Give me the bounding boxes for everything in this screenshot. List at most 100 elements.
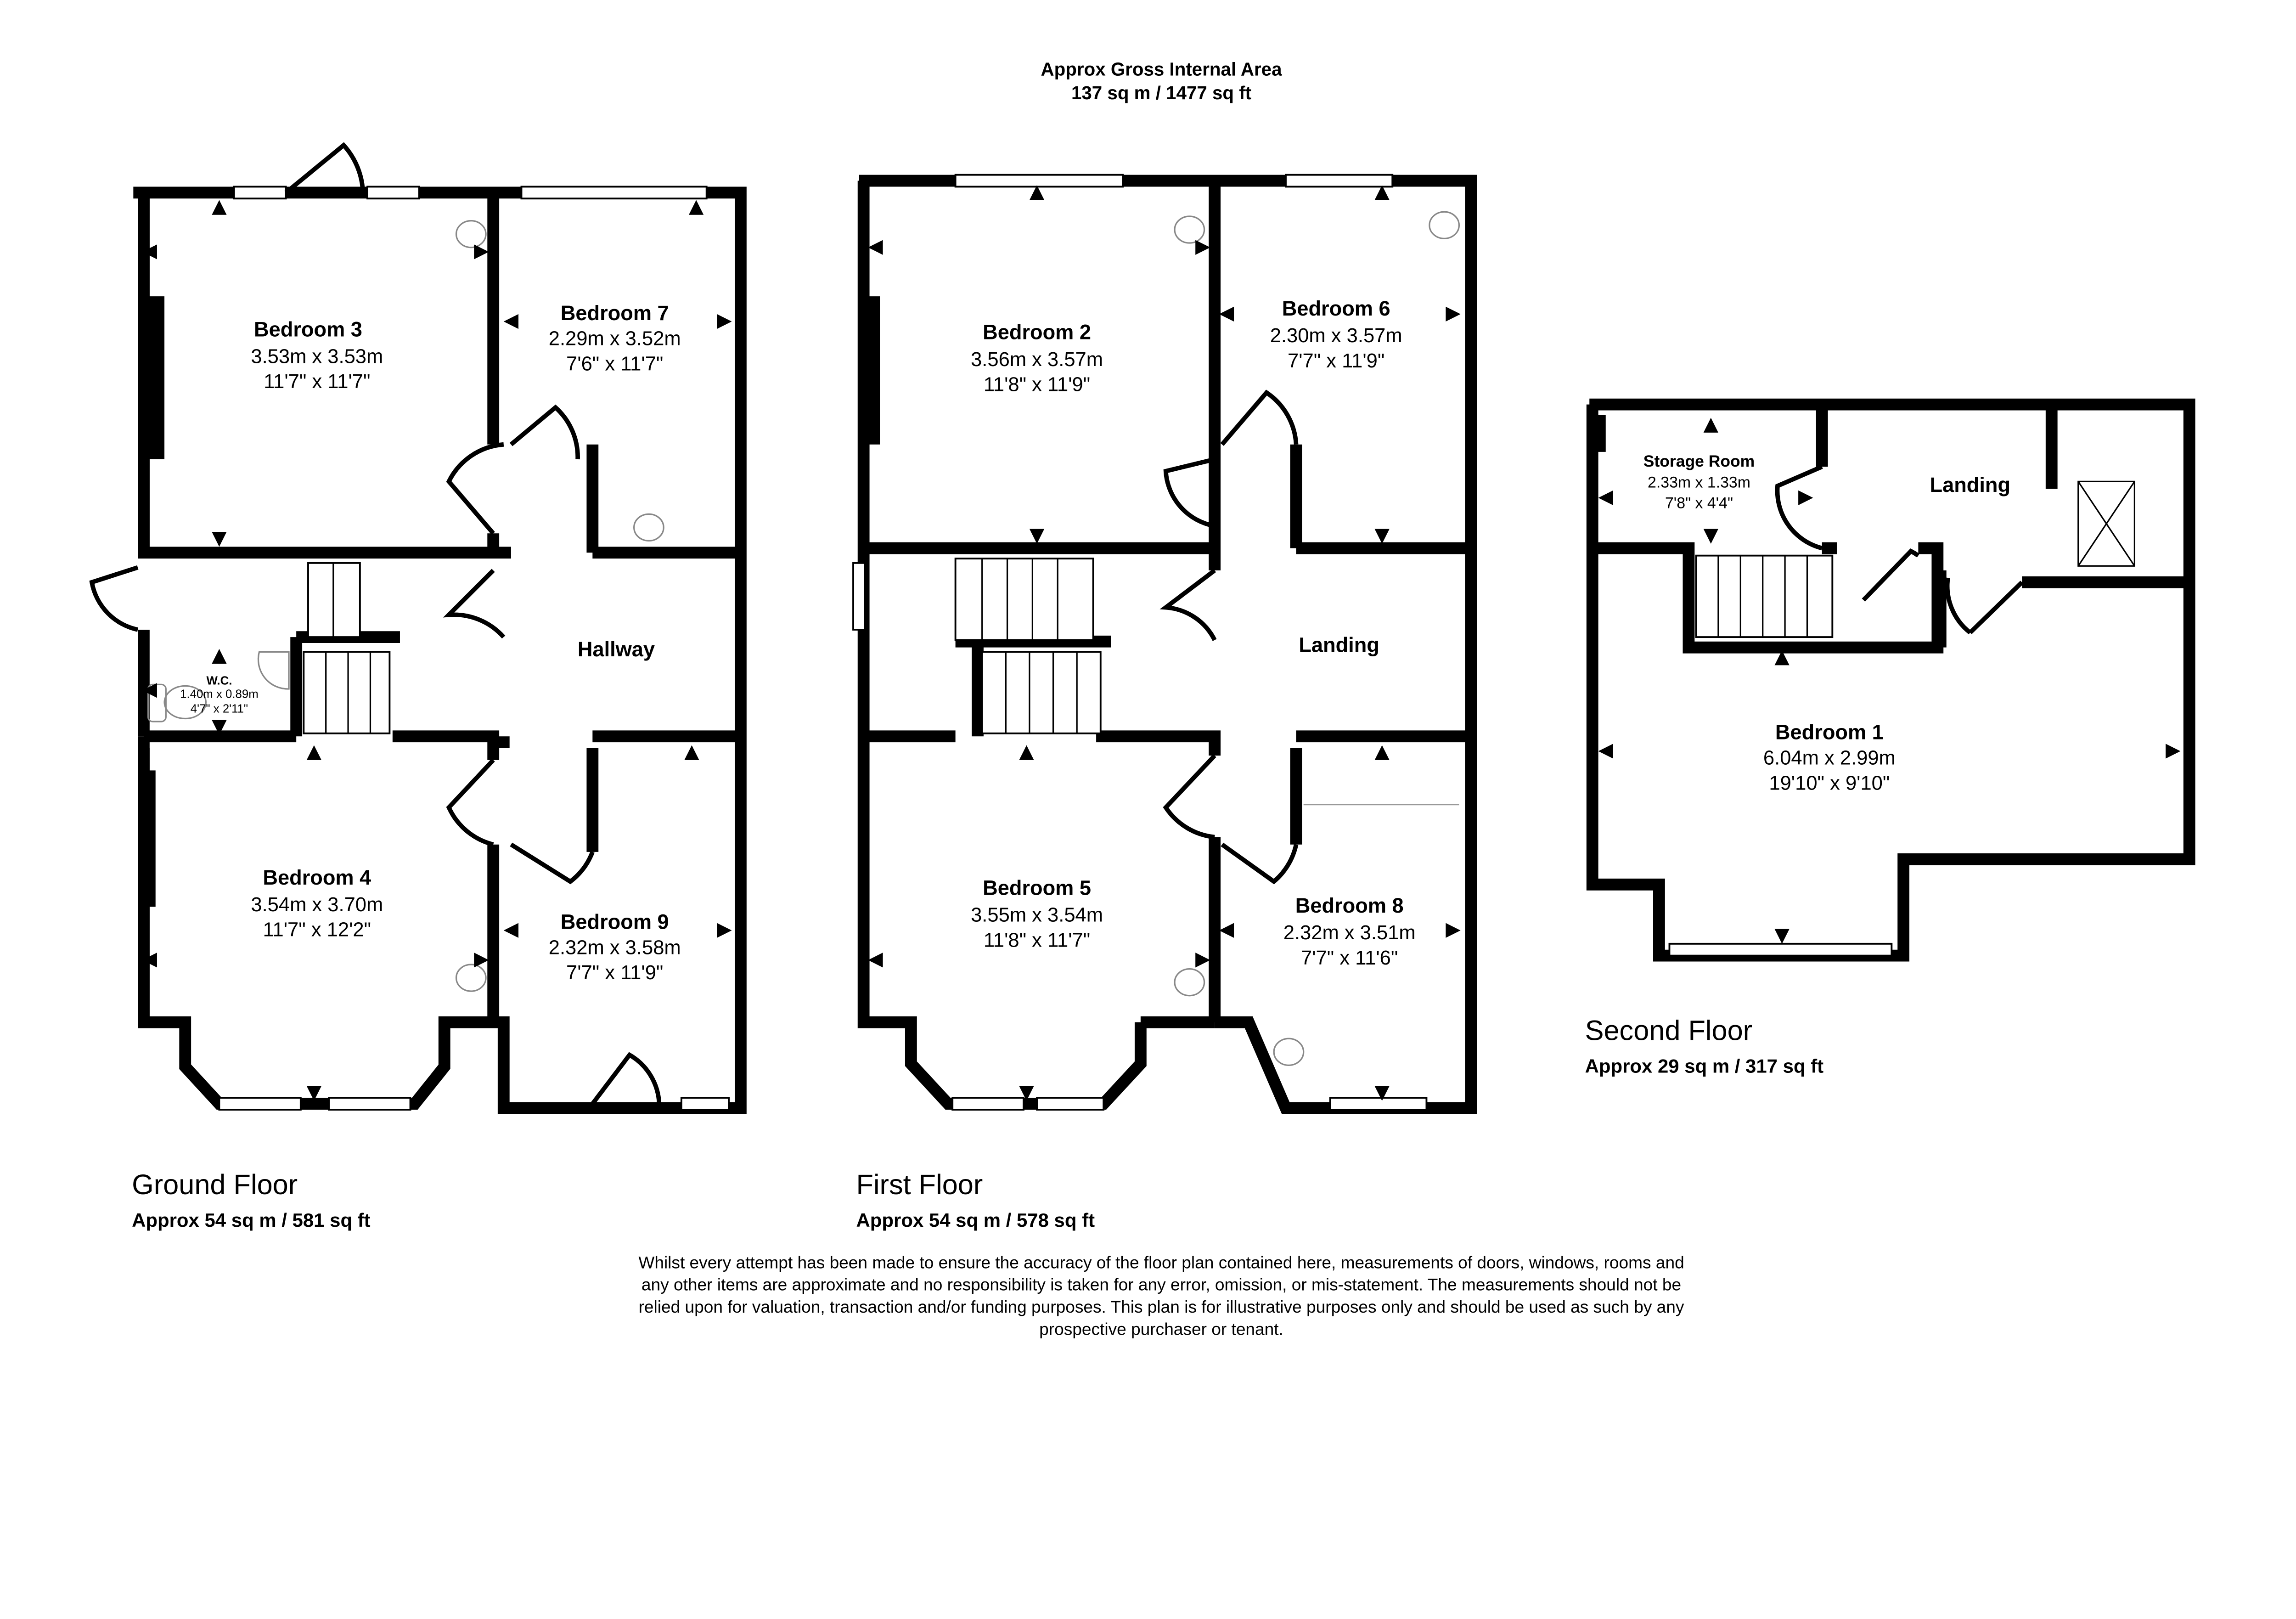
door[interactable] [1163, 457, 1216, 528]
arrow-up-icon [1374, 745, 1390, 760]
room-name: W.C. [206, 674, 232, 687]
sink-icon [455, 220, 487, 248]
sink-icon [455, 964, 487, 992]
room-name: Bedroom 9 [561, 910, 669, 934]
window [951, 1097, 1024, 1111]
front-door[interactable] [284, 142, 366, 195]
room-name: Bedroom 5 [983, 876, 1091, 899]
room-imperial: 11'7" x 11'7" [264, 371, 370, 393]
measurement-arrows [142, 185, 2181, 1101]
first-floor-plan: Bedroom 2 3.56m x 3.57m 11'8" x 11'9" Be… [852, 174, 1477, 1231]
door[interactable] [1775, 464, 1823, 551]
second-floor-landing-name: Landing [1930, 473, 2011, 496]
arrow-left-icon [503, 314, 519, 329]
room-imperial: 7'7" x 11'6" [1301, 947, 1398, 969]
room-imperial: 7'6" x 11'7" [566, 353, 663, 375]
arrow-up-icon [212, 649, 227, 664]
arrow-down-icon [212, 720, 227, 735]
arrow-left-icon [1598, 744, 1613, 759]
room-name: Storage Room [1643, 452, 1755, 470]
room-name: Bedroom 4 [263, 866, 371, 889]
door[interactable] [1221, 842, 1299, 885]
room-metric: 2.32m x 3.51m [1283, 922, 1416, 944]
door[interactable] [1220, 389, 1299, 446]
arrow-right-icon [1446, 923, 1461, 938]
arrow-down-icon [212, 532, 227, 547]
window [328, 1097, 411, 1111]
door[interactable] [1159, 569, 1217, 641]
room-name: Bedroom 8 [1295, 894, 1404, 917]
door[interactable] [1862, 548, 1920, 602]
side-door[interactable] [89, 565, 139, 632]
door[interactable] [510, 842, 595, 885]
door[interactable] [1163, 754, 1216, 840]
staircase [1695, 554, 1834, 638]
window [218, 1097, 302, 1111]
window [1329, 1097, 1428, 1111]
room-name: Bedroom 3 [254, 317, 362, 341]
room-imperial: 11'7" x 12'2" [263, 919, 371, 941]
arrow-up-icon [1703, 417, 1718, 433]
window [852, 562, 866, 631]
chimney-breast [865, 296, 880, 445]
arrow-left-icon [868, 953, 883, 968]
window [680, 1097, 730, 1111]
arrow-right-icon [717, 314, 732, 329]
arrow-right-icon [474, 953, 489, 968]
door[interactable] [591, 1052, 662, 1106]
door[interactable] [446, 442, 504, 535]
room-name: Landing [1299, 633, 1379, 656]
door[interactable] [509, 404, 580, 460]
chimney-breast [141, 770, 156, 907]
arrow-up-icon [1374, 185, 1390, 200]
second-floor-plan: Storage Room 2.33m x 1.33m 7'8" x 4'4" L… [1585, 398, 2195, 1077]
room-imperial: 7'7" x 11'9" [1288, 350, 1384, 372]
chimney-breast [138, 296, 165, 459]
door[interactable] [446, 758, 495, 847]
arrow-down-icon [1029, 529, 1045, 544]
floor-name: Ground Floor [132, 1169, 298, 1200]
room-name: Bedroom 6 [1282, 297, 1390, 320]
header-area: 137 sq m / 1477 sq ft [1071, 82, 1251, 103]
arrow-left-icon [1598, 490, 1613, 505]
arrow-up-icon [1774, 650, 1790, 666]
window [1285, 174, 1394, 188]
door[interactable] [1945, 577, 2024, 635]
room-metric: 1.40m x 0.89m [180, 688, 259, 700]
sink-icon [1174, 968, 1205, 997]
window [1668, 942, 1893, 957]
arrow-left-icon [503, 923, 519, 938]
arrow-left-icon [142, 244, 157, 259]
floor-name: Second Floor [1585, 1015, 1753, 1046]
room-metric: 3.56m x 3.57m [971, 349, 1103, 371]
arrow-right-icon [2166, 744, 2181, 759]
arrow-left-icon [142, 953, 157, 968]
arrow-down-icon [1374, 1086, 1390, 1101]
arrow-up-icon [306, 745, 322, 760]
room-imperial: 4'7" x 2'11" [191, 703, 248, 716]
arrow-right-icon [1446, 306, 1461, 322]
disclaimer-line: any other items are approximate and no r… [642, 1275, 1681, 1294]
arrow-left-icon [1219, 306, 1234, 322]
arrow-left-icon [1219, 923, 1234, 938]
room-name: Bedroom 7 [561, 301, 669, 325]
floor-area: Approx 54 sq m / 581 sq ft [132, 1209, 371, 1231]
arrow-up-icon [1019, 745, 1034, 760]
room-metric: 3.54m x 3.70m [251, 894, 383, 916]
room-metric: 6.04m x 2.99m [1763, 747, 1896, 769]
arrow-down-icon [306, 1086, 322, 1101]
arrow-up-icon [689, 200, 704, 215]
floor-area: Approx 29 sq m / 317 sq ft [1585, 1055, 1824, 1077]
skylight-icon [2077, 480, 2135, 567]
sink-icon [1273, 1038, 1305, 1066]
floor-plan: Approx Gross Internal Area 137 sq m / 14… [89, 58, 2195, 1339]
disclaimer-line: relied upon for valuation, transaction a… [639, 1297, 1684, 1316]
room-imperial: 7'8" x 4'4" [1665, 494, 1733, 512]
room-metric: 2.29m x 3.52m [549, 328, 681, 350]
door[interactable] [443, 569, 506, 639]
arrow-left-icon [868, 240, 883, 255]
arrow-down-icon [1703, 529, 1718, 544]
gross-area-header: Approx Gross Internal Area 137 sq m / 14… [1041, 59, 1283, 104]
window [366, 186, 420, 200]
sink-icon [1174, 215, 1205, 244]
